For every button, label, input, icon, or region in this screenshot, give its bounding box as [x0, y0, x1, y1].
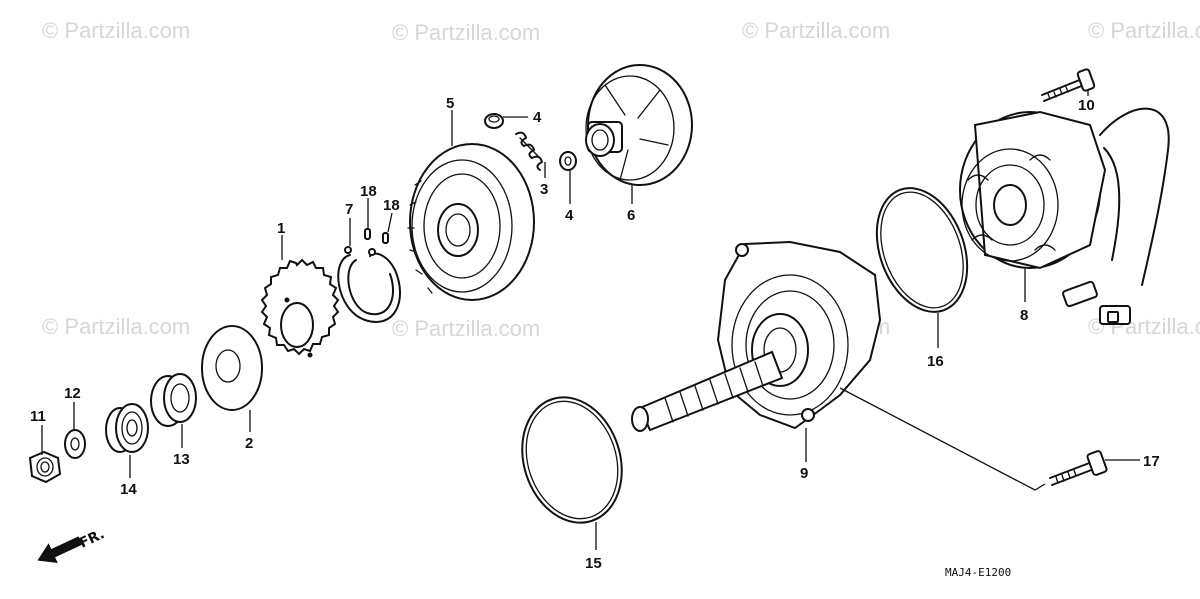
- part-12-washer[interactable]: [64, 429, 86, 459]
- part-09-shaft-housing[interactable]: [631, 240, 882, 432]
- callout-4-lower[interactable]: 4: [565, 207, 574, 224]
- arrow-icon: [37, 536, 83, 564]
- leader-lines: [41, 89, 1140, 550]
- part-10-bolt[interactable]: [1041, 68, 1096, 102]
- part-02-thrust-washer[interactable]: [201, 325, 263, 411]
- watermark: © Partzilla.com: [392, 316, 540, 341]
- part-11-nut[interactable]: [28, 450, 62, 484]
- callout-1[interactable]: 1: [277, 220, 285, 237]
- callout-13[interactable]: 13: [173, 451, 190, 468]
- callout-8[interactable]: 8: [1020, 307, 1028, 324]
- front-direction-indicator: FR.: [37, 526, 107, 564]
- watermark: © Partzilla.com: [742, 18, 890, 43]
- part-08-cover-harness[interactable]: [959, 107, 1170, 325]
- callout-18-left[interactable]: 18: [360, 183, 377, 200]
- callout-14[interactable]: 14: [120, 481, 137, 498]
- watermark: © Partzilla.com: [42, 314, 190, 339]
- part-03-spring[interactable]: [515, 131, 543, 171]
- callout-9[interactable]: 9: [800, 465, 808, 482]
- callout-12[interactable]: 12: [64, 385, 81, 402]
- part-04-cap-lower[interactable]: [559, 151, 577, 171]
- watermark-layer: © Partzilla.com © Partzilla.com © Partzi…: [42, 18, 1200, 341]
- callout-4-upper[interactable]: 4: [533, 109, 542, 126]
- watermark: © Partzilla.com: [1088, 18, 1200, 43]
- callout-7[interactable]: 7: [345, 201, 353, 218]
- part-15-o-ring[interactable]: [507, 384, 638, 535]
- part-06-clutch-hub[interactable]: [585, 64, 693, 186]
- part-04-cap-upper[interactable]: [484, 113, 504, 129]
- watermark: © Partzilla.com: [392, 20, 540, 45]
- callout-17[interactable]: 17: [1143, 453, 1160, 470]
- part-16-o-ring[interactable]: [861, 175, 984, 324]
- callout-2[interactable]: 2: [245, 435, 253, 452]
- callout-15[interactable]: 15: [585, 555, 602, 572]
- part-05-clutch-gear[interactable]: [407, 143, 535, 301]
- callout-labels: 1 2 3 4 4 5 6 7 8 9 10 11 12 13 14 15 16…: [30, 95, 1160, 572]
- watermark: © Partzilla.com: [42, 18, 190, 43]
- direction-label: FR.: [77, 526, 107, 551]
- part-18-pins[interactable]: [364, 228, 389, 244]
- part-17-bolt[interactable]: [1049, 450, 1108, 486]
- part-14-bearing[interactable]: [105, 403, 149, 453]
- callout-10[interactable]: 10: [1078, 97, 1095, 114]
- callout-3[interactable]: 3: [540, 181, 548, 198]
- callout-11[interactable]: 11: [30, 408, 46, 425]
- callout-16[interactable]: 16: [927, 353, 944, 370]
- part-01-gear[interactable]: [260, 258, 340, 358]
- callout-18-right[interactable]: 18: [383, 197, 400, 214]
- part-13-collar[interactable]: [150, 373, 197, 427]
- diagram-code: MAJ4-E1200: [945, 566, 1011, 579]
- part-07-snap-ring[interactable]: [337, 246, 401, 323]
- callout-5[interactable]: 5: [446, 95, 454, 112]
- callout-6[interactable]: 6: [627, 207, 635, 224]
